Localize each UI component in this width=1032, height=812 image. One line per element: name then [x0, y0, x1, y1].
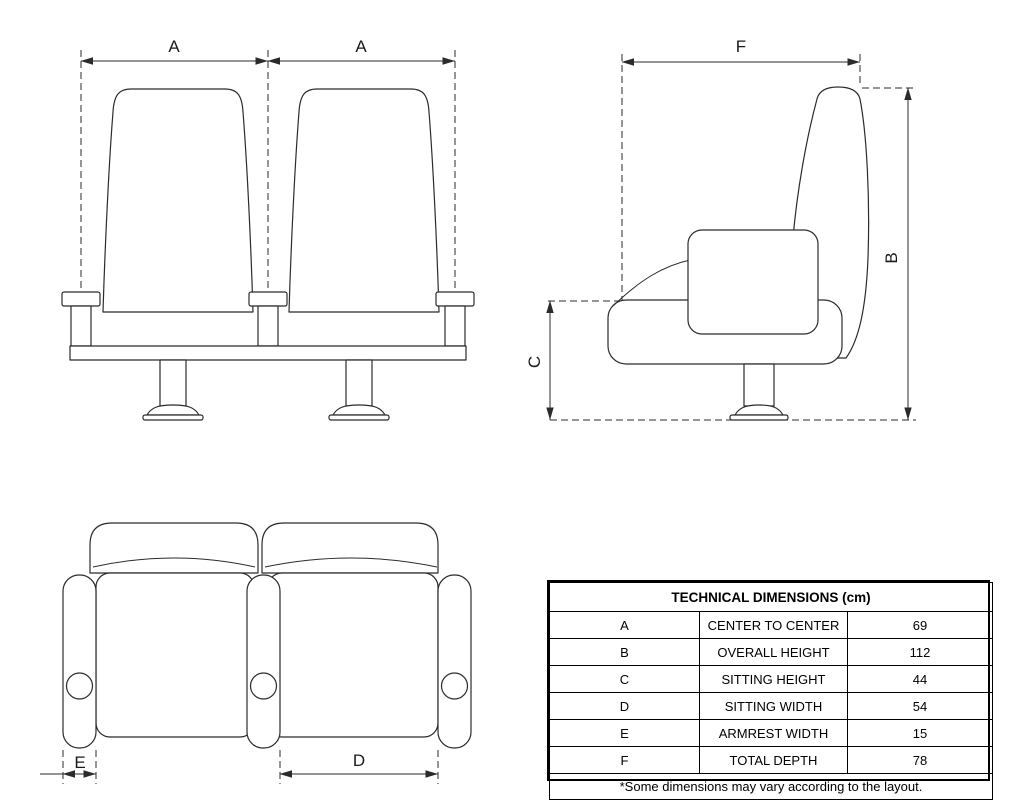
table-cell-name: SITTING HEIGHT [699, 665, 848, 693]
pedestal-right [345, 359, 373, 407]
table-row: D SITTING WIDTH 54 [549, 692, 993, 720]
armrest-post-left [70, 305, 92, 347]
e-extension-lines [62, 750, 97, 784]
table-cell-letter: A [549, 611, 700, 639]
table-row: B OVERALL HEIGHT 112 [549, 638, 993, 666]
armrest-post-center [257, 305, 279, 347]
table-cell-letter: F [549, 746, 700, 774]
table-cell-letter: D [549, 692, 700, 720]
dimension-label-a2: A [355, 37, 367, 56]
armrest-cap-right [435, 291, 475, 307]
table-cell-name: TOTAL DEPTH [699, 746, 848, 774]
top-view-drawing: E D [40, 522, 472, 784]
table-title-row: TECHNICAL DIMENSIONS (cm) [549, 582, 993, 612]
top-cushion-left [95, 572, 255, 738]
table-cell-value: 54 [847, 692, 993, 720]
armrest-support-curve [612, 259, 691, 307]
table-cell-name: OVERALL HEIGHT [699, 638, 848, 666]
top-backrest-right [261, 522, 439, 574]
table-footnote-row: *Some dimensions may vary according to t… [549, 773, 993, 800]
d-extension-lines [279, 750, 439, 784]
side-view-drawing: F B C [525, 37, 917, 421]
top-armrest-right [437, 574, 472, 749]
table-cell-name: SITTING WIDTH [699, 692, 848, 720]
cup-holder-left [65, 672, 94, 700]
seat-back-left [102, 88, 254, 313]
table-row: E ARMREST WIDTH 15 [549, 719, 993, 747]
table-cell-value: 112 [847, 638, 993, 666]
table-title: TECHNICAL DIMENSIONS (cm) [549, 582, 993, 612]
top-cushion-right [267, 572, 439, 738]
dimension-label-d: D [353, 751, 365, 770]
armrest-cap-center [248, 291, 288, 307]
pedestal-left [159, 359, 187, 407]
table-row: A CENTER TO CENTER 69 [549, 611, 993, 639]
table-cell-name: ARMREST WIDTH [699, 719, 848, 747]
pedestal-foot-right [332, 404, 386, 416]
top-backrest-left [89, 522, 259, 574]
cup-holder-center [249, 672, 278, 700]
dimension-label-b: B [882, 252, 901, 263]
side-extension-lines [548, 54, 917, 421]
pedestal-side [743, 363, 775, 407]
dimension-label-a1: A [168, 37, 180, 56]
pedestal-foot-left [146, 404, 200, 416]
seat-back-right [288, 88, 440, 313]
table-cell-letter: B [549, 638, 700, 666]
table-row: C SITTING HEIGHT 44 [549, 665, 993, 693]
dimension-label-e: E [74, 753, 85, 772]
table-cell-value: 78 [847, 746, 993, 774]
dimensions-table-grid: TECHNICAL DIMENSIONS (cm) A CENTER TO CE… [549, 582, 993, 800]
table-cell-value: 44 [847, 665, 993, 693]
top-backrest-right-contour [264, 557, 438, 568]
pedestal-foot-side [734, 404, 784, 416]
table-cell-value: 69 [847, 611, 993, 639]
base-plate-side [729, 414, 789, 421]
table-cell-letter: E [549, 719, 700, 747]
base-plate-right [328, 414, 390, 421]
table-cell-letter: C [549, 665, 700, 693]
armrest-cap-left [61, 291, 101, 307]
top-armrest-center [246, 574, 281, 749]
front-view-drawing: A A [61, 37, 475, 421]
table-cell-name: CENTER TO CENTER [699, 611, 848, 639]
armrest-post-right [444, 305, 466, 347]
table-row: F TOTAL DEPTH 78 [549, 746, 993, 774]
base-beam [69, 345, 467, 361]
top-backrest-left-contour [92, 557, 256, 568]
base-plate-left [142, 414, 204, 421]
dimension-label-c: C [525, 356, 544, 368]
table-footnote: *Some dimensions may vary according to t… [549, 773, 993, 800]
dimension-label-f: F [736, 37, 746, 56]
top-armrest-left [62, 574, 97, 749]
armrest-panel-profile [687, 229, 819, 335]
dimensions-table: TECHNICAL DIMENSIONS (cm) A CENTER TO CE… [547, 580, 993, 800]
cup-holder-right [440, 672, 469, 700]
table-cell-value: 15 [847, 719, 993, 747]
front-extension-lines [80, 50, 456, 296]
